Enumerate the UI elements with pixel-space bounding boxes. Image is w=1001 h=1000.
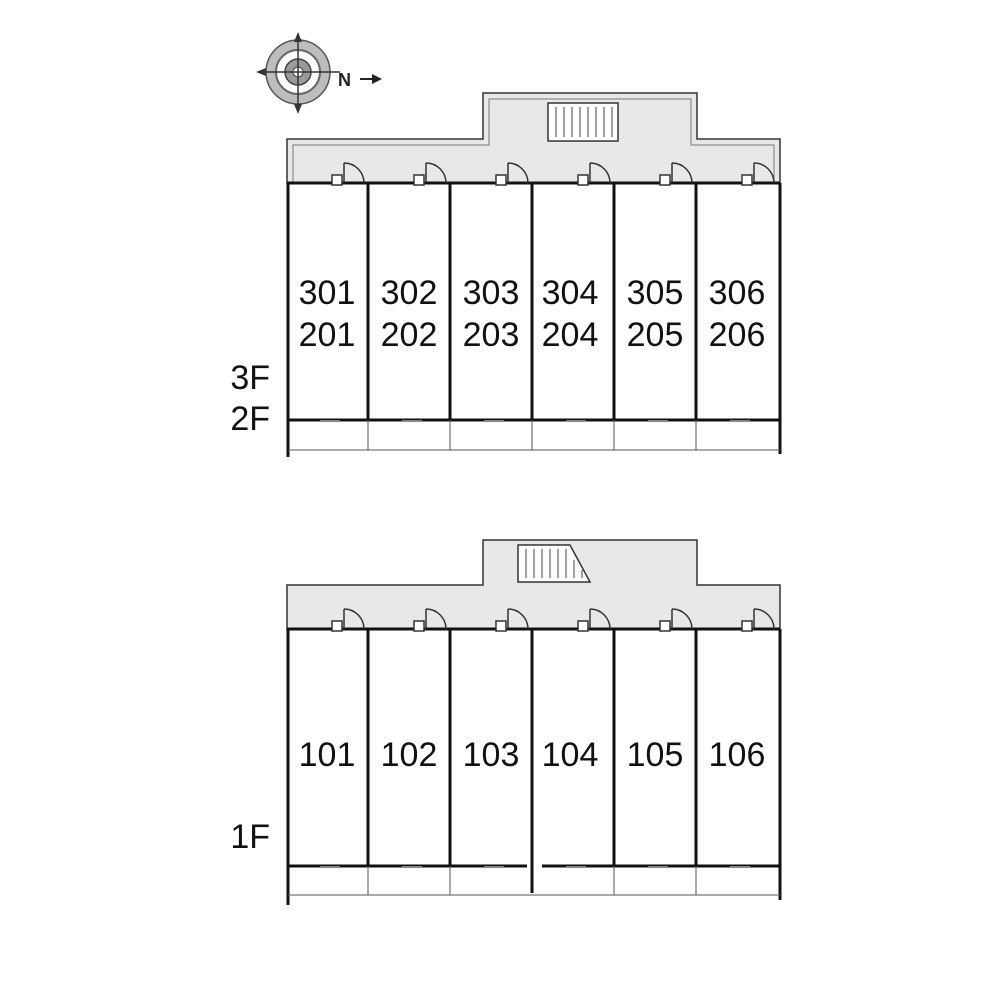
floor-label-3f: 3F (230, 359, 270, 397)
upper-block: 301 302 303 304 305 306 201 202 203 204 … (230, 92, 782, 457)
door-icon (495, 608, 529, 632)
unit-label-306: 306 (709, 274, 766, 312)
unit-label-202: 202 (381, 316, 438, 354)
unit-label-106: 106 (709, 736, 766, 774)
door-icon (331, 608, 365, 632)
door-icon (659, 162, 693, 186)
unit-label-103: 103 (463, 736, 520, 774)
unit-label-105: 105 (627, 736, 684, 774)
unit-label-201: 201 (299, 316, 356, 354)
lower-balcony (288, 866, 780, 896)
upper-unit-walls (286, 181, 782, 457)
floor-label-2f: 2F (230, 400, 270, 438)
unit-label-104: 104 (542, 736, 599, 774)
door-icon (741, 162, 775, 186)
unit-label-302: 302 (381, 274, 438, 312)
unit-label-301: 301 (299, 274, 356, 312)
door-icon (495, 162, 529, 186)
lower-unit-walls (286, 627, 782, 905)
unit-label-303: 303 (463, 274, 520, 312)
upper-corridor (286, 92, 781, 184)
floor-label-1f: 1F (230, 818, 270, 856)
unit-label-204: 204 (542, 316, 599, 354)
compass-north-letter: N (338, 70, 351, 90)
door-icon (659, 608, 693, 632)
door-icon (741, 608, 775, 632)
upper-balcony (288, 420, 780, 451)
unit-label-305: 305 (627, 274, 684, 312)
unit-label-101: 101 (299, 736, 356, 774)
lower-block: 101 102 103 104 105 106 1F (230, 539, 782, 905)
unit-label-203: 203 (463, 316, 520, 354)
unit-label-205: 205 (627, 316, 684, 354)
door-icon (577, 162, 611, 186)
upper-stairs-icon (547, 102, 619, 142)
door-icon (413, 162, 447, 186)
compass-icon: N (256, 32, 382, 114)
door-icon (413, 608, 447, 632)
unit-label-304: 304 (542, 274, 599, 312)
door-icon (331, 162, 365, 186)
lower-stairs-icon (517, 544, 592, 583)
unit-label-206: 206 (709, 316, 766, 354)
door-icon (577, 608, 611, 632)
lower-doors (331, 608, 775, 632)
unit-label-102: 102 (381, 736, 438, 774)
upper-doors (331, 162, 775, 186)
